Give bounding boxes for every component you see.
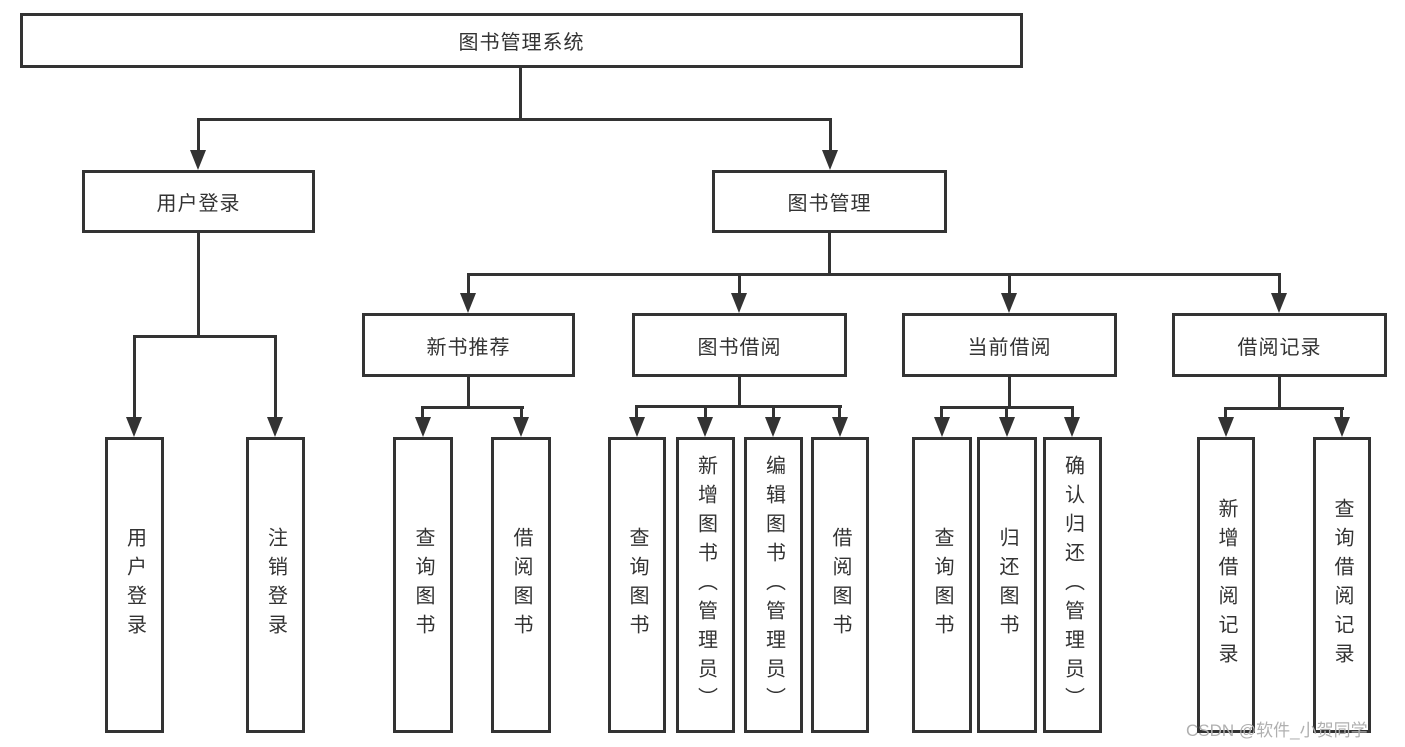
arrow-new-book-leaf-1: [415, 417, 431, 437]
leaf-confirm-return-admin: 确认归还（管理员）: [1043, 437, 1102, 733]
connector-book-management-span: [467, 273, 1281, 276]
leaf-recommend-borrow-books-label: 借阅图书: [510, 527, 532, 643]
leaf-return-book-label: 归还图书: [996, 527, 1018, 643]
connector-drop-borrow-record: [1278, 273, 1281, 295]
leaf-return-book: 归还图书: [977, 437, 1037, 733]
connector-new-book-stem: [467, 377, 470, 408]
leaf-borrow-book: 借阅图书: [811, 437, 869, 733]
connector-book-borrow-stem: [738, 377, 741, 408]
leaf-borrow-query-books: 查询图书: [608, 437, 666, 733]
leaf-confirm-return-admin-label: 确认归还（管理员）: [1061, 454, 1084, 716]
leaf-recommend-borrow-books: 借阅图书: [491, 437, 551, 733]
leaf-add-borrow-record-label: 新增借阅记录: [1215, 498, 1237, 672]
connector-user-login-span: [133, 335, 276, 338]
connector-current-borrow-drop-3: [1071, 406, 1074, 421]
connector-current-borrow-drop-2: [1005, 406, 1008, 421]
leaf-edit-book-admin: 编辑图书（管理员）: [744, 437, 803, 733]
leaf-query-borrow-record-label: 查询借阅记录: [1331, 498, 1353, 672]
arrow-to-new-book-recommend: [460, 293, 476, 313]
leaf-current-query-books-label: 查询图书: [931, 527, 953, 643]
connector-drop-new-book: [467, 273, 470, 295]
node-book-borrow: 图书借阅: [632, 313, 847, 377]
node-user-login: 用户登录: [82, 170, 315, 233]
arrow-to-book-management: [822, 150, 838, 170]
csdn-watermark: CSDN @软件_小贺同学: [1186, 721, 1368, 740]
connector-root-drop-left: [197, 118, 200, 152]
node-borrow-record-label: 借阅记录: [1237, 336, 1322, 359]
leaf-recommend-query-books-label: 查询图书: [412, 527, 434, 643]
arrow-to-current-borrow: [1001, 293, 1017, 313]
node-book-management-label: 图书管理: [787, 193, 872, 215]
connector-borrow-record-drop-1: [1224, 407, 1227, 421]
connector-borrow-record-stem: [1278, 377, 1281, 409]
leaf-query-borrow-record: 查询借阅记录: [1313, 437, 1371, 733]
node-root-label: 图书管理系统: [458, 32, 585, 54]
arrow-new-book-leaf-2: [513, 417, 529, 437]
connector-book-management-stem: [828, 233, 831, 275]
connector-borrow-record-drop-2: [1340, 407, 1343, 421]
connector-book-borrow-drop-3: [772, 405, 775, 421]
node-root: 图书管理系统: [20, 13, 1023, 68]
leaf-add-book-admin: 新增图书（管理员）: [676, 437, 735, 733]
connector-current-borrow-drop-1: [940, 406, 943, 421]
node-book-management: 图书管理: [712, 170, 947, 233]
node-user-login-label: 用户登录: [156, 193, 241, 215]
arrow-borrow-record-leaf-1: [1218, 417, 1234, 437]
connector-root-stem: [519, 68, 522, 120]
connector-current-borrow-stem: [1008, 377, 1011, 408]
leaf-edit-book-admin-label: 编辑图书（管理员）: [762, 454, 785, 716]
arrow-to-book-borrow: [731, 293, 747, 313]
arrow-to-borrow-record: [1271, 293, 1287, 313]
node-new-book-recommend-label: 新书推荐: [426, 336, 511, 359]
arrow-current-borrow-leaf-1: [934, 417, 950, 437]
arrow-book-borrow-leaf-1: [629, 417, 645, 437]
arrow-book-borrow-leaf-2: [697, 417, 713, 437]
connector-user-login-drop-2: [274, 335, 277, 419]
leaf-current-query-books: 查询图书: [912, 437, 972, 733]
arrow-borrow-record-leaf-2: [1334, 417, 1350, 437]
connector-root-span: [197, 118, 832, 121]
connector-book-borrow-drop-1: [635, 405, 638, 421]
leaf-borrow-query-books-label: 查询图书: [626, 527, 648, 643]
leaf-borrow-book-label: 借阅图书: [829, 527, 851, 643]
arrow-to-leaf-logout: [267, 417, 283, 437]
node-current-borrow-label: 当前借阅: [967, 336, 1052, 359]
connector-book-borrow-drop-2: [704, 405, 707, 421]
connector-drop-current-borrow: [1008, 273, 1011, 295]
leaf-user-login-label: 用户登录: [123, 527, 146, 643]
node-new-book-recommend: 新书推荐: [362, 313, 575, 377]
connector-book-borrow-drop-4: [838, 405, 841, 421]
arrow-current-borrow-leaf-2: [999, 417, 1015, 437]
connector-borrow-record-span: [1224, 407, 1344, 410]
connector-book-borrow-span: [635, 405, 842, 408]
connector-user-login-drop-1: [133, 335, 136, 419]
node-current-borrow: 当前借阅: [902, 313, 1117, 377]
arrow-current-borrow-leaf-3: [1064, 417, 1080, 437]
leaf-recommend-query-books: 查询图书: [393, 437, 453, 733]
leaf-add-borrow-record: 新增借阅记录: [1197, 437, 1255, 733]
arrow-to-leaf-login: [126, 417, 142, 437]
connector-root-drop-right: [829, 118, 832, 152]
leaf-logout: 注销登录: [246, 437, 305, 733]
arrow-book-borrow-leaf-4: [832, 417, 848, 437]
leaf-logout-label: 注销登录: [264, 527, 287, 643]
connector-new-book-drop-1: [421, 406, 424, 421]
node-book-borrow-label: 图书借阅: [697, 336, 782, 359]
connector-drop-book-borrow: [738, 273, 741, 295]
arrow-to-user-login: [190, 150, 206, 170]
connector-user-login-stem: [197, 233, 200, 337]
leaf-user-login: 用户登录: [105, 437, 164, 733]
connector-new-book-span: [421, 406, 524, 409]
connector-new-book-drop-2: [520, 406, 523, 421]
arrow-book-borrow-leaf-3: [765, 417, 781, 437]
leaf-add-book-admin-label: 新增图书（管理员）: [694, 454, 717, 716]
node-borrow-record: 借阅记录: [1172, 313, 1387, 377]
